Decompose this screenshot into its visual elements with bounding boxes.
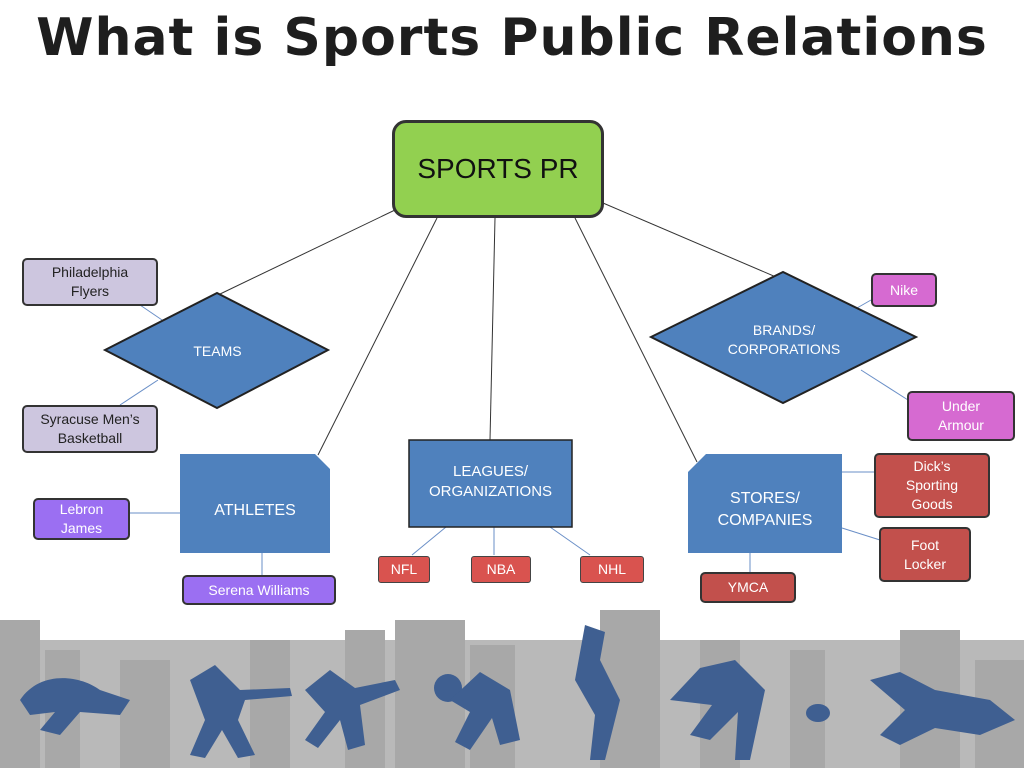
connector-brands-underarmour <box>860 369 909 401</box>
root-node: SPORTS PR <box>392 120 604 218</box>
root-connectors <box>217 202 784 463</box>
page-title: What is Sports Public Relations <box>36 8 988 68</box>
leaf-nhl: NHL <box>580 556 644 583</box>
connector-root-stores <box>574 217 698 463</box>
connector-leagues-nhl <box>549 526 591 556</box>
leaf-serena-williams: Serena Williams <box>182 575 336 605</box>
silhouette-basketball <box>450 672 520 750</box>
connector-stores-footlocker <box>841 527 881 541</box>
leaf-nike: Nike <box>871 273 937 307</box>
connector-teams-syracuse <box>119 379 159 406</box>
silhouette-slider <box>870 672 1015 745</box>
silhouette-batter <box>190 665 292 758</box>
silhouette-diver <box>20 678 130 735</box>
stores-box <box>688 454 842 553</box>
connector-root-teams <box>217 209 396 296</box>
leaf-under-armour: Under Armour <box>907 391 1015 441</box>
brands-label: BRANDS/ CORPORATIONS <box>727 322 841 357</box>
athletes-box <box>180 454 330 553</box>
leaf-dicks-sporting-goods: Dick’s Sporting Goods <box>874 453 990 518</box>
leaf-nfl: NFL <box>378 556 430 583</box>
leaf-philadelphia-flyers: Philadelphia Flyers <box>22 258 158 306</box>
silhouette-football <box>806 704 830 722</box>
athletes-label: ATHLETES <box>214 502 296 519</box>
silhouette-golfer <box>575 625 620 760</box>
connector-root-athletes <box>317 217 438 456</box>
athlete-silhouettes <box>20 625 1015 760</box>
connector-root-leagues <box>489 217 496 441</box>
leaf-foot-locker: Foot Locker <box>879 527 971 582</box>
teams-label: TEAMS <box>193 343 242 359</box>
connector-root-brands <box>602 202 784 281</box>
stores-label: STORES/ COMPANIES <box>717 490 813 529</box>
brands-diamond <box>648 270 919 405</box>
teams-diamond <box>102 291 331 410</box>
connector-teams-flyers <box>139 304 166 323</box>
leagues-label: LEAGUES/ ORGANIZATIONS <box>428 463 553 501</box>
leaf-ymca: YMCA <box>700 572 796 603</box>
skyline-banner <box>0 610 1024 768</box>
silhouette-ball <box>434 674 462 702</box>
silhouette-runner <box>305 670 400 750</box>
leaf-nba: NBA <box>471 556 531 583</box>
leagues-box <box>408 439 573 528</box>
root-label: SPORTS PR <box>417 153 579 185</box>
leaf-lebron-james: Lebron James <box>33 498 130 540</box>
leaf-syracuse-mens-basketball: Syracuse Men’s Basketball <box>22 405 158 453</box>
leaf-connectors <box>119 299 909 575</box>
silhouette-hockey <box>670 660 765 760</box>
connector-leagues-nfl <box>411 526 447 556</box>
